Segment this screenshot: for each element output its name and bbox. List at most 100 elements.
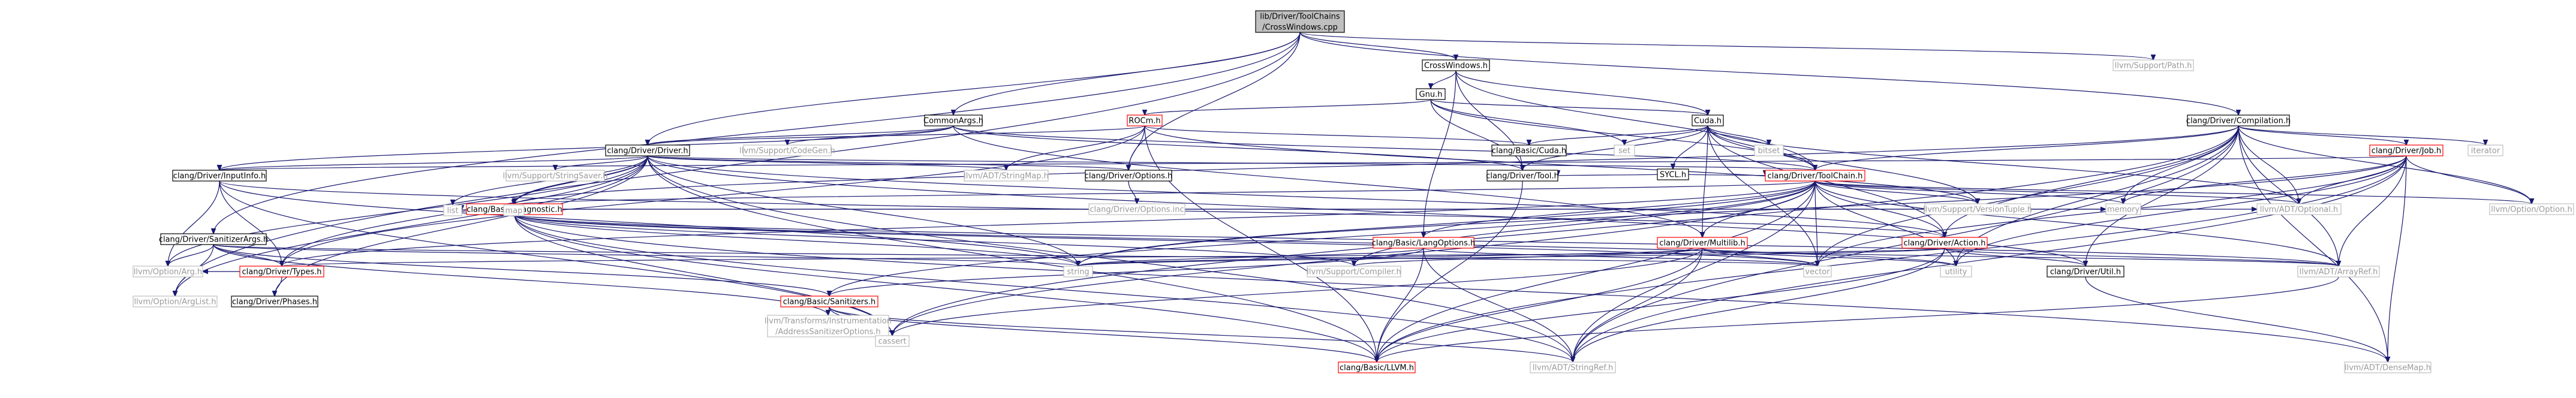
edge-job_h-to-memory [2123,155,2407,204]
node-commonargs-h[interactable]: CommonArgs.h [923,114,983,126]
edge-driver_h-to-util_h [647,155,2086,266]
node-inputinfo-h[interactable]: clang/Driver/InputInfo.h [172,170,267,182]
node-optional-h: llvm/ADT/Optional.h [2256,203,2342,215]
node-list: list [443,204,462,216]
node-rocm-h[interactable]: ROCm.h [1127,114,1163,126]
node-bitset: bitset [1754,144,1784,156]
edge-multilib_h-to-string [1078,248,1703,266]
node-root[interactable]: lib/Driver/ToolChains/CrossWindows.cpp [1255,10,1345,33]
node-sanitizers-h[interactable]: clang/Basic/Sanitizers.h [780,296,878,307]
edge-multilib_h-to-llvm_h [1377,248,1703,362]
node-box [924,114,983,126]
node-box [1754,144,1784,156]
edge-crosswindows_h-to-gnu_h [1431,70,1456,89]
node-crosswindows-h[interactable]: CrossWindows.h [1422,59,1490,71]
edge-sanitizers_h-to-stringref_h [829,306,1573,362]
node-box [1085,170,1172,182]
node-box [875,335,910,347]
node-label: clang/Driver/Options.inc [1090,206,1184,215]
node-label: llvm/Option/ArgList.h [134,298,216,307]
node-label: clang/Driver/Action.h [1903,239,1985,248]
node-label: utility [1945,268,1967,277]
node-compilation-h[interactable]: clang/Driver/Compilation.h [2186,114,2291,126]
node-gnu-h[interactable]: Gnu.h [1416,88,1446,100]
edge-util_h-to-densemap_h [2085,276,2388,362]
node-utility: utility [1940,266,1972,278]
node-stringmap-h: llvm/ADT/StringMap.h [964,170,1049,182]
edge-crosswindows_h-to-toolchain_h [1455,70,1815,170]
edge-action_h-to-util_h [1944,248,2086,266]
node-label: lib/Driver/ToolChains [1260,13,1340,22]
node-label: clang/Driver/Compilation.h [2186,117,2291,126]
node-toolchain-h[interactable]: clang/Driver/ToolChain.h [1765,170,1865,182]
edge-rocm_h-to-driver_h [648,125,1145,145]
edge-cuda_h-to-optional_h [1707,125,2299,204]
node-vector: vector [1803,266,1832,278]
node-label: clang/Driver/Multilib.h [1659,239,1746,248]
edge-job_h-to-llvm_h [1377,155,2407,362]
node-basic-cuda-h[interactable]: clang/Basic/Cuda.h [1491,144,1567,156]
node-box [133,296,218,307]
node-label: vector [1805,268,1830,277]
node-box [1063,266,1093,278]
node-label: clang/Basic/LangOptions.h [1372,239,1476,248]
edge-inputinfo_h-to-string [219,180,1078,266]
node-box [1901,237,1988,249]
node-box [605,144,690,156]
edge-rocm_h-to-llvm_h [1144,125,1377,362]
edge-inputinfo_h-to-types_h [219,180,282,266]
node-label: llvm/ADT/Optional.h [2260,206,2339,215]
node-types-h[interactable]: clang/Driver/Types.h [239,266,324,278]
edge-toolchain_h-to-llvm_h [1377,180,1816,362]
node-box [2369,144,2443,156]
edge-toolchain_h-to-versiontuple_h [1814,180,1978,204]
edge-root-to-sanitizerargs_h [213,32,1301,234]
node-llvm-h[interactable]: clang/Basic/LLVM.h [1338,361,1416,373]
node-options-h[interactable]: clang/Driver/Options.h [1085,170,1173,182]
edge-langoptions_h-to-sanitizers_h [829,248,1424,296]
node-box [503,204,525,216]
node-box [743,144,832,156]
node-multilib-h[interactable]: clang/Driver/Multilib.h [1657,237,1748,249]
node-label: clang/Basic/LLVM.h [1340,364,1414,373]
edge-inputinfo_h-to-cassert [219,180,892,336]
edge-sycl_h-to-toolchain_h [1688,174,1765,176]
node-langoptions-h[interactable]: clang/Basic/LangOptions.h [1372,237,1476,249]
edge-multilib_h-to-arrayref_h [1702,248,2339,266]
node-job-h[interactable]: clang/Driver/Job.h [2369,144,2443,156]
node-box [505,170,605,182]
edge-root-to-commonargs_h [953,32,1301,115]
node-tool-h[interactable]: clang/Driver/Tool.h [1486,170,1559,182]
edge-job_h-to-arrayref_h [2339,155,2407,266]
node-addresssan-h: llvm/Transforms/Instrumentation/AddressS… [765,315,892,337]
edge-toolchain_h-to-types_h [282,180,1816,266]
edge-action_h-to-stringref_h [1573,248,1945,362]
node-label: clang/Basic/Cuda.h [1492,147,1566,156]
edge-diagnostic_h-to-densemap_h [514,214,2388,362]
node-label: clang/Driver/Phases.h [232,298,317,307]
edge-action_h-to-string [1078,248,1945,266]
node-action-h[interactable]: clang/Driver/Action.h [1901,237,1988,249]
node-box [1255,10,1345,33]
node-sycl-h[interactable]: SYCL.h [1657,168,1689,180]
edge-diagnostic_h-to-compiler_h [514,214,1354,266]
node-phases-h[interactable]: clang/Driver/Phases.h [231,296,318,307]
node-box [1765,170,1865,182]
node-box [1416,88,1446,100]
node-box [2467,144,2503,156]
node-iterator: iterator [2467,144,2503,156]
edge-tool_h-to-llvm_h [1377,180,1523,362]
node-driver-h[interactable]: clang/Driver/Driver.h [605,144,690,156]
node-util-h[interactable]: clang/Driver/Util.h [2047,266,2124,278]
edge-diagnostic_h-to-llvm_h [514,214,1377,362]
dependency-edges [168,32,2532,362]
edge-commonargs_h-to-codegen_h [787,125,954,145]
edge-compilation_h-to-arrayref_h [2238,125,2339,266]
edge-sanitizers_h-to-llvm_h [829,306,1377,362]
node-label: string [1067,268,1089,277]
edge-sanitizerargs_h-to-sanitizers_h [213,244,829,296]
node-sanitizerargs-h[interactable]: clang/Driver/SanitizerArgs.h [159,233,268,245]
node-cuda-h[interactable]: Cuda.h [1692,114,1724,126]
edge-driver_h-to-stringmap_h [647,155,1006,170]
